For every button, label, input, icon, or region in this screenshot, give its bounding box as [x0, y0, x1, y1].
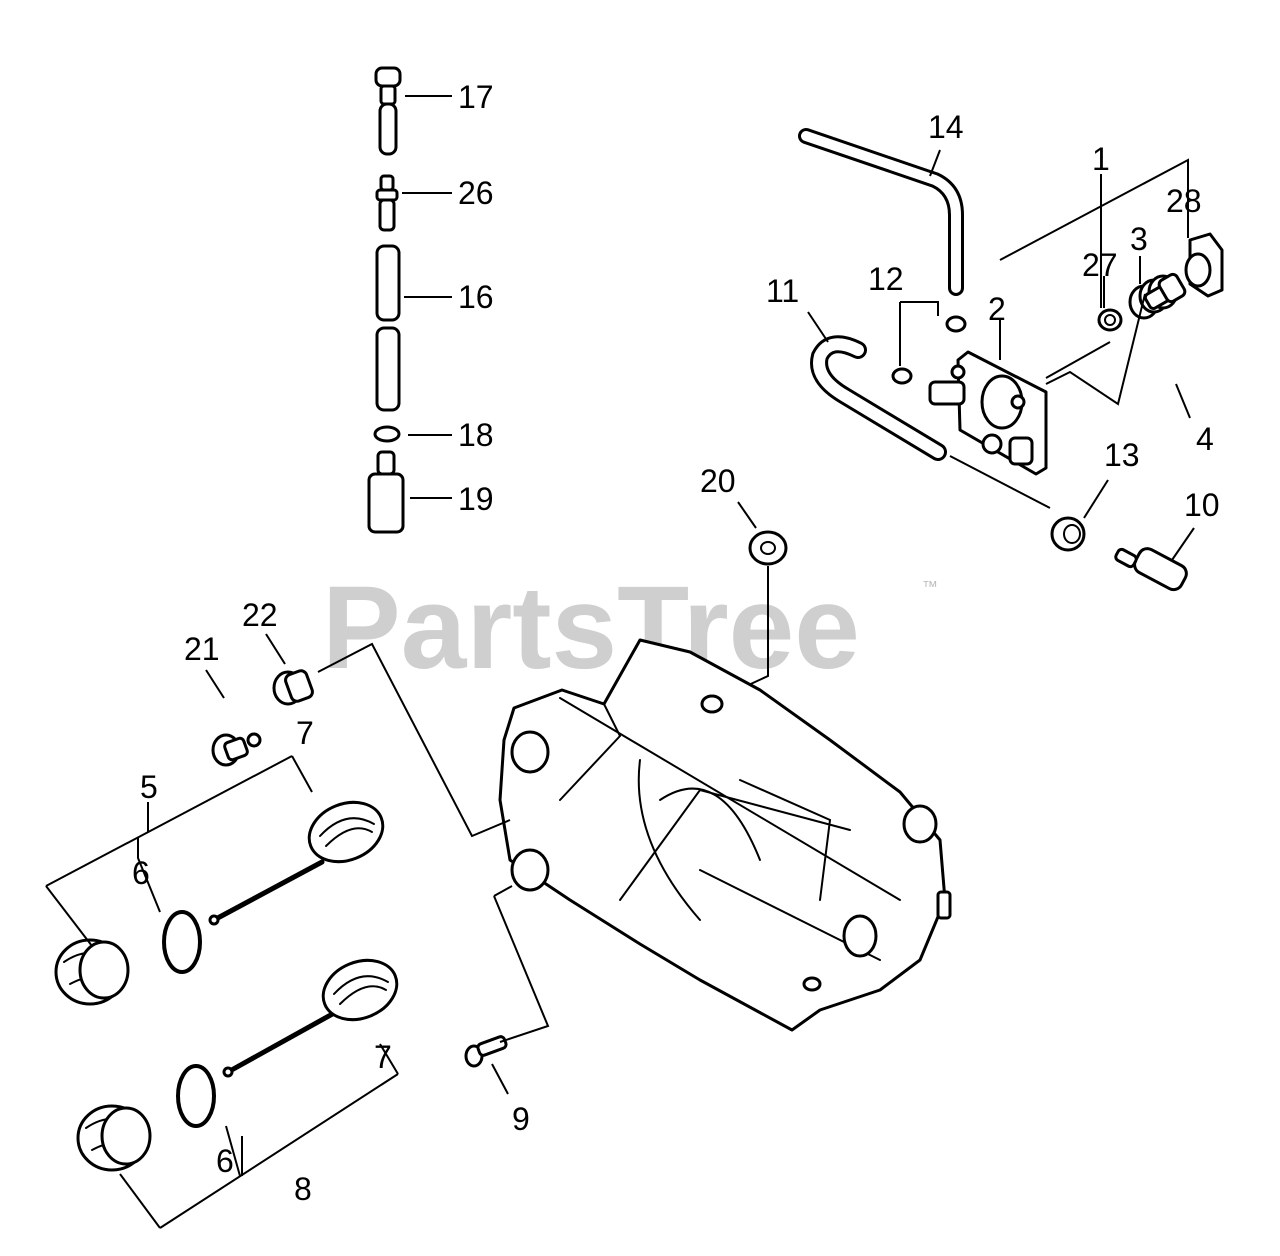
callout-20: 20 — [700, 463, 736, 499]
part-20-bushing[interactable] — [748, 530, 788, 566]
part-8-oil-cap[interactable] — [76, 1104, 152, 1172]
part-6-o-ring-top[interactable] — [162, 910, 202, 974]
callout-17: 17 — [458, 79, 494, 115]
callout-16: 16 — [458, 279, 494, 315]
part-28-worm-gear[interactable] — [1184, 232, 1224, 298]
callout-4: 4 — [1196, 421, 1214, 457]
callout-22: 22 — [242, 597, 278, 633]
callout-8: 8 — [294, 1171, 312, 1207]
callout-26: 26 — [458, 175, 494, 211]
watermark: PartsTree — [322, 562, 860, 694]
part-12-grommet-top[interactable] — [945, 315, 967, 333]
callout-14: 14 — [928, 109, 964, 145]
callout-6-top: 6 — [132, 855, 150, 891]
part-27-seal[interactable] — [1097, 308, 1123, 332]
crankcase-housing[interactable] — [498, 638, 952, 1032]
part-13-grommet[interactable] — [1050, 516, 1086, 552]
part-19-filter[interactable] — [367, 450, 405, 534]
callout-1: 1 — [1092, 141, 1110, 177]
part-11-hose[interactable] — [810, 335, 947, 461]
part-16-tube[interactable] — [375, 244, 401, 412]
part-10-pickup[interactable] — [1114, 545, 1189, 592]
callout-2: 2 — [988, 291, 1006, 327]
part-21-plug[interactable] — [211, 732, 262, 767]
callout-21: 21 — [184, 631, 220, 667]
callout-18: 18 — [458, 417, 494, 453]
part-22-bushing[interactable] — [272, 669, 314, 706]
callout-27: 27 — [1082, 247, 1118, 283]
callout-11: 11 — [766, 273, 799, 309]
callout-9: 9 — [512, 1101, 530, 1137]
callout-5: 5 — [140, 769, 158, 805]
part-14-hose[interactable] — [798, 128, 964, 296]
callout-19: 19 — [458, 481, 494, 517]
part-6-o-ring-bottom[interactable] — [176, 1064, 216, 1128]
callout-13: 13 — [1104, 437, 1140, 473]
part-2-oil-pump[interactable] — [928, 350, 1048, 476]
part-9-screw[interactable] — [464, 1035, 508, 1068]
trademark-symbol: ™ — [922, 579, 938, 596]
part-7-dipstick-top[interactable] — [208, 792, 392, 926]
callout-6-bottom: 6 — [216, 1143, 234, 1179]
callout-28: 28 — [1166, 183, 1202, 219]
part-7-dipstick-bottom[interactable] — [222, 950, 406, 1078]
callout-10: 10 — [1184, 487, 1220, 523]
part-4-screw[interactable] — [1143, 272, 1187, 310]
part-17-fitting[interactable] — [374, 66, 402, 156]
callout-3: 3 — [1130, 221, 1148, 257]
part-18-washer[interactable] — [373, 425, 401, 443]
part-5-oil-cap[interactable] — [54, 938, 130, 1006]
callout-7-top: 7 — [296, 715, 314, 751]
callout-12: 12 — [868, 261, 904, 297]
part-12-grommet-side[interactable] — [891, 367, 913, 385]
part-26-connector[interactable] — [375, 174, 399, 232]
callout-7-bottom: 7 — [374, 1039, 392, 1075]
